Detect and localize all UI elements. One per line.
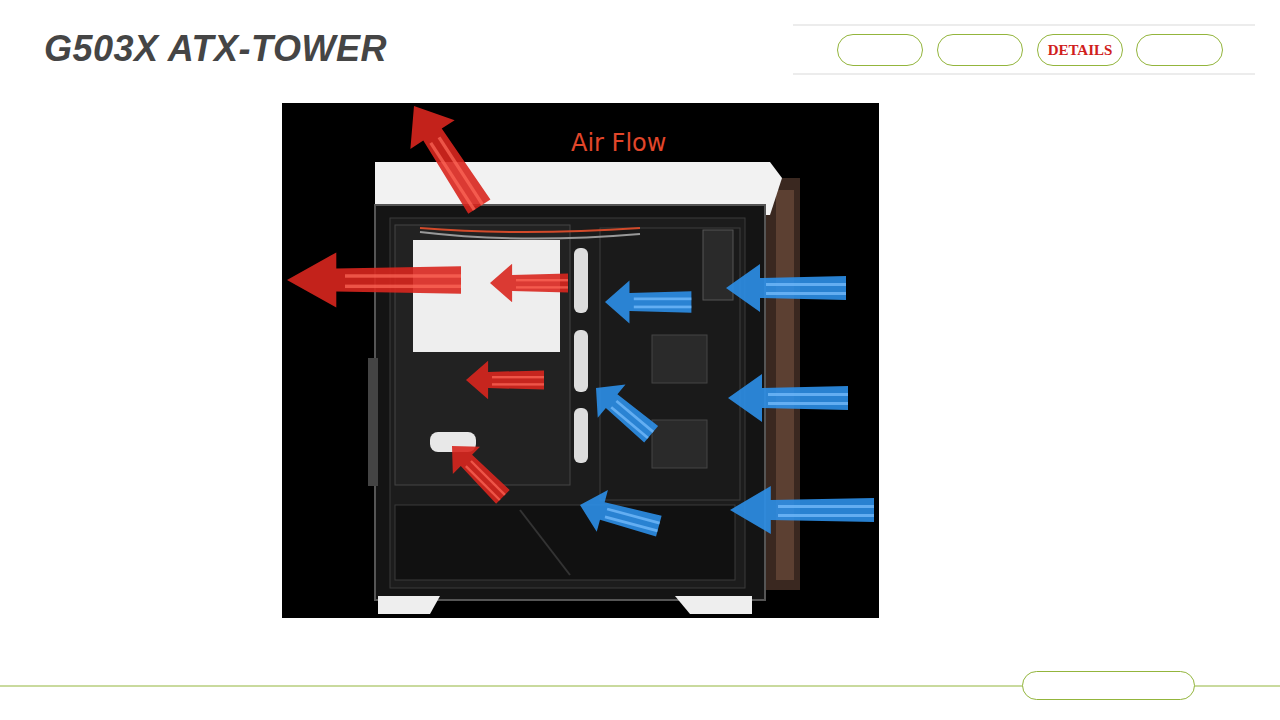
airflow-label: Air Flow <box>571 129 666 157</box>
nav-pill: DETAILS <box>1037 34 1123 66</box>
header-rule <box>793 25 1255 26</box>
nav-pill <box>938 35 1023 66</box>
exhaust-arrow <box>287 92 568 511</box>
intake-arrow <box>574 264 874 547</box>
case-photo <box>282 103 879 618</box>
slide-title: G503X ATX-TOWER <box>44 28 387 70</box>
nav-label: DETAILS <box>1048 42 1113 59</box>
footer-pill <box>1023 672 1195 700</box>
nav-pill <box>838 35 923 66</box>
nav-pill <box>1137 35 1223 66</box>
header-rule <box>793 74 1255 75</box>
